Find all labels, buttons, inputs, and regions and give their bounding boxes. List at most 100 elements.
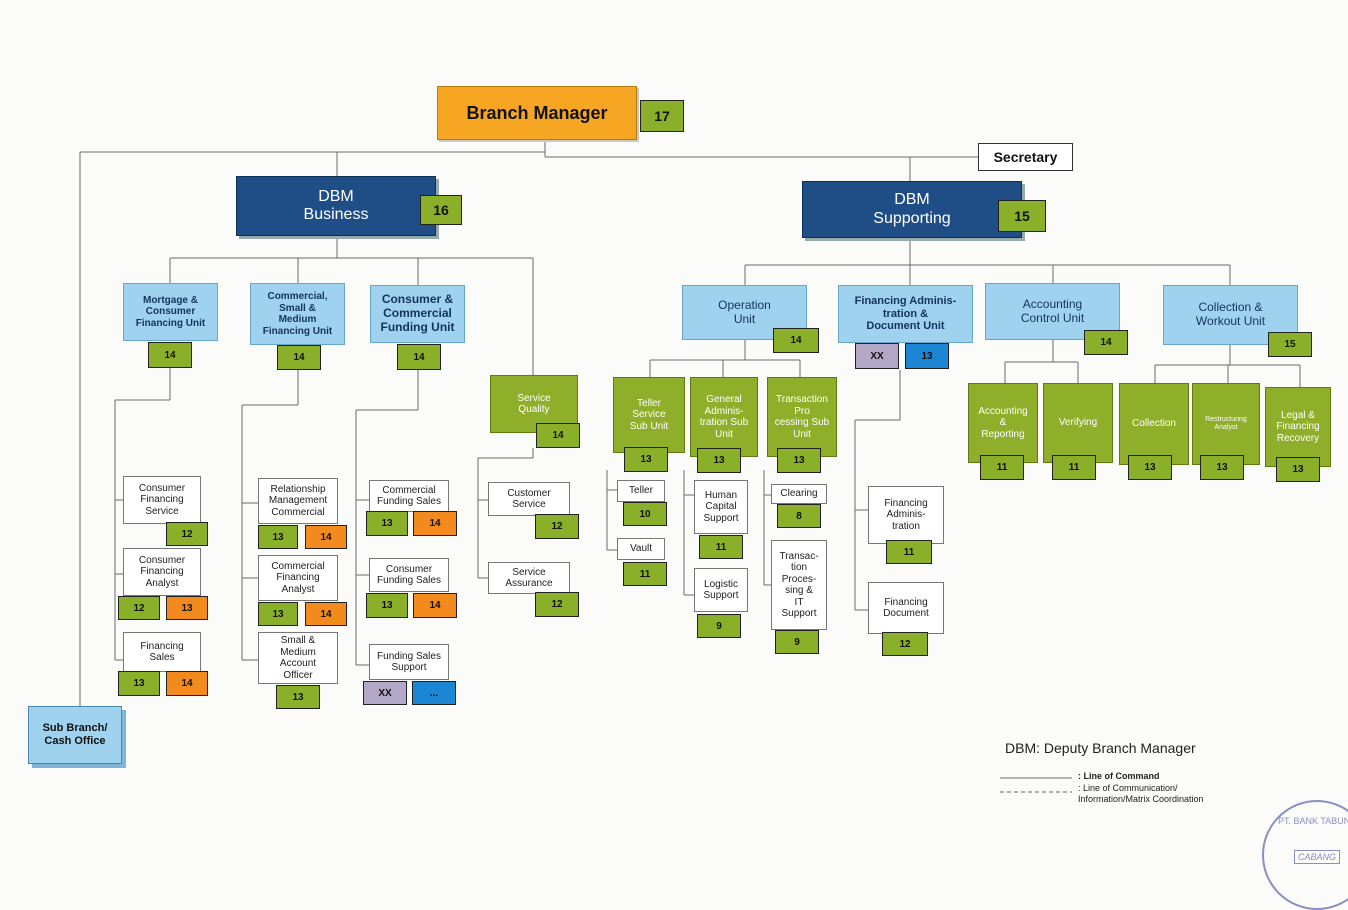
grade-badge: 11	[980, 455, 1024, 480]
role-label: Funding Sales Support	[377, 650, 441, 674]
grade-badge: 12	[535, 592, 579, 617]
role-label: Transac- tion Proces- sing & IT Support	[779, 550, 819, 620]
grade-badge: XX	[855, 343, 899, 369]
support-unit-label: Accounting Control Unit	[1020, 296, 1085, 325]
branch-manager-box: Branch Manager	[437, 86, 637, 140]
grade-badge: 11	[699, 535, 743, 559]
role-label: Consumer Financing Service	[138, 482, 186, 517]
grade-badge: 10	[623, 502, 667, 526]
role-human-capital-support: Human Capital Support	[694, 480, 748, 534]
stamp-inner-text: CABANG	[1294, 850, 1341, 864]
grade-badge: 13	[697, 448, 741, 473]
grade-badge: 11	[886, 540, 932, 564]
role-clearing: Clearing	[771, 484, 827, 504]
role-commercial-funding-sales: Commercial Funding Sales	[369, 480, 449, 512]
role-restructuring-analyst: Restructuring Analyst	[1192, 383, 1260, 465]
grade-badge: 13	[624, 447, 668, 472]
support-unit-label: Collection & Workout Unit	[1195, 300, 1266, 328]
role-account-officer: Small & Medium Account Officer	[258, 632, 338, 684]
grade-badge: 11	[1052, 455, 1096, 480]
role-label: Verifying	[1058, 417, 1098, 429]
grade-badge: 13	[258, 525, 298, 549]
grade-badge: 13	[366, 593, 408, 618]
role-label: Commercial Financing Analyst	[271, 560, 325, 595]
dbm-business-label: DBM Business	[303, 187, 369, 223]
role-commercial-financing-analyst: Commercial Financing Analyst	[258, 555, 338, 601]
grade-badge: 14	[773, 328, 819, 353]
grade-badge: 12	[535, 514, 579, 539]
role-label: Consumer Financing Analyst	[138, 554, 186, 589]
grade-badge: 13	[905, 343, 949, 369]
role-service-assurance: Service Assurance	[488, 562, 570, 594]
grade-badge: 12	[166, 522, 208, 546]
business-unit-mortgage: Mortgage & Consumer Financing Unit	[123, 283, 218, 341]
legend-title: DBM: Deputy Branch Manager	[1005, 740, 1196, 756]
grade-badge: 13	[166, 596, 208, 620]
dbm-business-box: DBM Business	[236, 176, 436, 236]
role-financing-document: Financing Document	[868, 582, 944, 634]
grade-badge: 14	[413, 593, 457, 618]
role-label: Logistic Support	[703, 578, 739, 602]
subunit-label: General Adminis- tration Sub Unit	[699, 394, 749, 440]
grade-badge: 14	[305, 525, 347, 549]
grade-badge: 8	[777, 504, 821, 528]
service-quality-box: Service Quality	[490, 375, 578, 433]
grade-badge: 13	[276, 685, 320, 709]
role-label: Financing Adminis- tration	[884, 497, 928, 532]
grade-badge: 13	[118, 671, 160, 696]
role-label: Collection	[1132, 418, 1176, 430]
role-verifying: Verifying	[1043, 383, 1113, 463]
service-quality-label: Service Quality	[517, 392, 551, 416]
grade-badge: 14	[305, 602, 347, 626]
connector-lines	[79, 140, 1301, 793]
branch-manager-grade-badge: 17	[640, 100, 684, 132]
role-label: Legal & Financing Recovery	[1276, 409, 1320, 444]
grade-badge: 14	[148, 342, 192, 368]
role-label: Human Capital Support	[703, 489, 739, 524]
grade-badge: 13	[1276, 457, 1320, 482]
role-legal-financing-recovery: Legal & Financing Recovery	[1265, 387, 1331, 467]
role-consumer-funding-sales: Consumer Funding Sales	[369, 558, 449, 592]
role-customer-service: Customer Service	[488, 482, 570, 516]
business-unit-label: Commercial, Small & Medium Financing Uni…	[262, 291, 333, 337]
grade-badge: 11	[623, 562, 667, 586]
grade-badge: 13	[366, 511, 408, 536]
role-accounting-reporting: Accounting & Reporting	[968, 383, 1038, 463]
role-label: Consumer Funding Sales	[377, 563, 441, 587]
grade-badge: 13	[258, 602, 298, 626]
grade-badge: ...	[412, 681, 456, 705]
role-financing-administration: Financing Adminis- tration	[868, 486, 944, 544]
grade-badge: 13	[1128, 455, 1172, 480]
grade-badge: 9	[697, 614, 741, 638]
grade-badge: 12	[118, 596, 160, 620]
role-label: Accounting & Reporting	[978, 405, 1028, 440]
role-collection: Collection	[1119, 383, 1189, 465]
role-funding-sales-support: Funding Sales Support	[369, 644, 449, 680]
secretary-box: Secretary	[978, 143, 1073, 171]
role-label: Financing Document	[883, 596, 929, 620]
sub-branch-box: Sub Branch/ Cash Office	[28, 706, 122, 764]
role-label: Service Assurance	[505, 566, 553, 590]
dbm-supporting-box: DBM Supporting	[802, 181, 1022, 238]
dbm-supporting-label: DBM Supporting	[873, 191, 951, 227]
business-unit-commercial: Commercial, Small & Medium Financing Uni…	[250, 283, 345, 345]
role-label: Clearing	[780, 488, 818, 500]
grade-badge: 15	[1268, 332, 1312, 357]
sub-branch-label: Sub Branch/ Cash Office	[42, 722, 108, 747]
role-vault: Vault	[617, 538, 665, 560]
grade-badge: 14	[413, 511, 457, 536]
legend-communication: : Line of Communication/ Information/Mat…	[1078, 783, 1204, 804]
grade-badge: 14	[1084, 330, 1128, 355]
subunit-transaction-processing: Transaction Pro cessing Sub Unit	[767, 377, 837, 457]
role-financing-sales: Financing Sales	[123, 632, 201, 672]
business-unit-label: Consumer & Commercial Funding Unit	[380, 292, 455, 334]
grade-badge: 13	[777, 448, 821, 473]
grade-badge: 12	[882, 632, 928, 656]
support-unit-financing-admin: Financing Adminis- tration & Document Un…	[838, 285, 973, 343]
branch-manager-label: Branch Manager	[466, 102, 608, 123]
role-consumer-financing-analyst: Consumer Financing Analyst	[123, 548, 201, 596]
grade-badge: 14	[536, 423, 580, 448]
dbm-supporting-grade-badge: 15	[998, 200, 1046, 232]
subunit-label: Transaction Pro cessing Sub Unit	[774, 394, 830, 440]
business-unit-label: Mortgage & Consumer Financing Unit	[135, 294, 206, 329]
